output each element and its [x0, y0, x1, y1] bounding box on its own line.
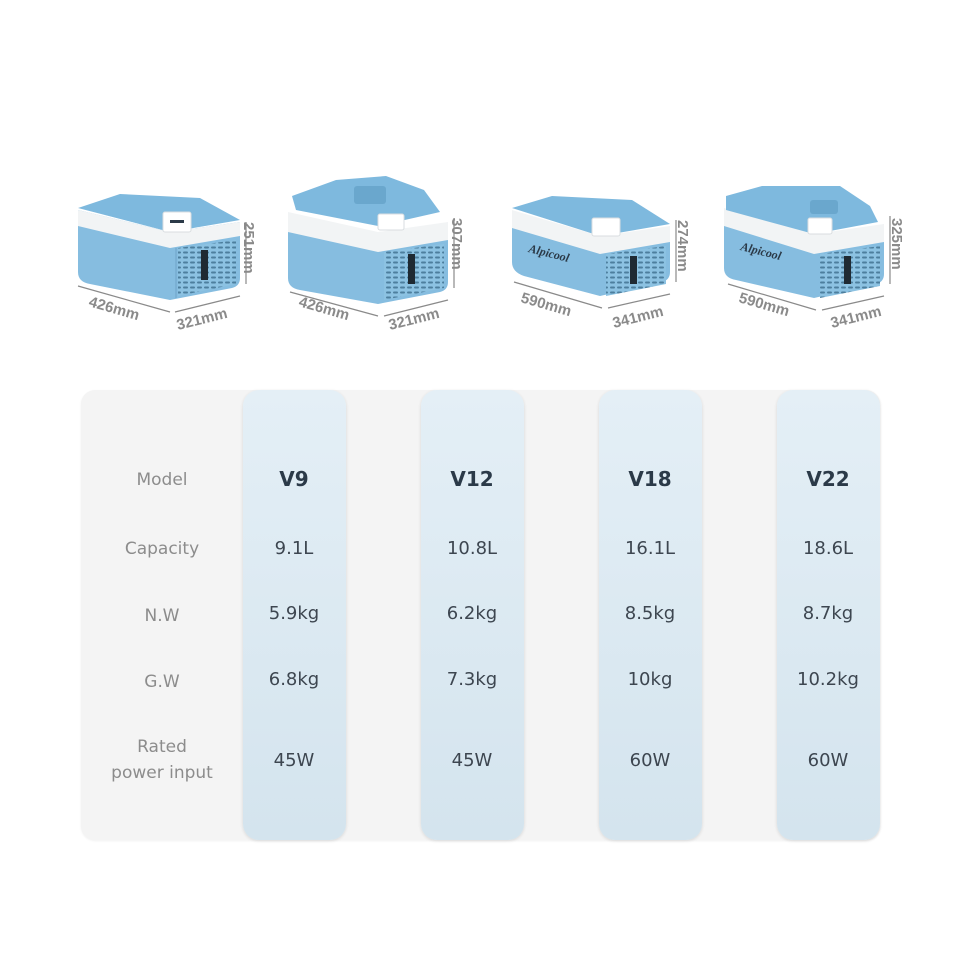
cooler-v18-image: Alpicool: [512, 196, 670, 296]
dimension-lines-v9: [77, 222, 247, 313]
cooler-v12-image: [288, 176, 448, 304]
cooler-v9-image: [78, 194, 240, 300]
label-model: Model: [136, 470, 188, 490]
dim-height-v9: 251mm: [240, 222, 257, 274]
dim-height-v18: 274mm: [674, 220, 691, 272]
dim-depth-v18: 341mm: [611, 303, 665, 332]
dim-height-v22: 325mm: [888, 218, 905, 270]
column-v12: [421, 390, 524, 840]
power-v18: 60W: [629, 750, 671, 771]
dim-width-v12: 426mm: [297, 294, 351, 325]
power-v9: 45W: [273, 750, 315, 771]
column-v22: [777, 390, 880, 840]
nw-v9: 5.9kg: [268, 603, 320, 624]
column-v18: [599, 390, 702, 840]
capacity-v22: 18.6L: [802, 538, 854, 559]
dim-height-v12: 307mm: [448, 218, 465, 270]
dim-depth-v12: 321mm: [387, 305, 441, 334]
model-v9: V9: [279, 467, 309, 491]
label-power-line2: power input: [111, 763, 213, 783]
model-v22: V22: [806, 467, 850, 491]
dimension-lines-v18: [513, 220, 677, 309]
capacity-v9: 9.1L: [274, 538, 314, 559]
gw-v9: 6.8kg: [268, 669, 320, 690]
nw-v22: 8.7kg: [802, 603, 854, 624]
dim-width-v9: 426mm: [87, 294, 141, 325]
nw-v12: 6.2kg: [446, 603, 498, 624]
model-v18: V18: [628, 467, 672, 491]
power-v22: 60W: [807, 750, 849, 771]
dim-depth-v9: 321mm: [175, 305, 229, 334]
cooler-v22-image: Alpicool: [724, 186, 884, 298]
gw-v22: 10.2kg: [797, 669, 859, 690]
dimension-lines-v12: [289, 218, 455, 317]
gw-v12: 7.3kg: [446, 669, 498, 690]
model-v12: V12: [450, 467, 494, 491]
label-nw: N.W: [144, 606, 180, 626]
label-gw: G.W: [144, 672, 180, 692]
gw-v18: 10kg: [627, 669, 673, 690]
capacity-v18: 16.1L: [624, 538, 676, 559]
label-power-line1: Rated: [137, 737, 187, 757]
column-v9: [243, 390, 346, 840]
label-capacity: Capacity: [124, 539, 200, 559]
capacity-v12: 10.8L: [446, 538, 498, 559]
power-v12: 45W: [451, 750, 493, 771]
product-images: 426mm 321mm 251mm 426mm 321mm 307mm Alpi…: [77, 176, 905, 334]
dim-width-v18: 590mm: [519, 290, 573, 321]
nw-v18: 8.5kg: [624, 603, 676, 624]
dimension-lines-v22: [727, 216, 891, 311]
